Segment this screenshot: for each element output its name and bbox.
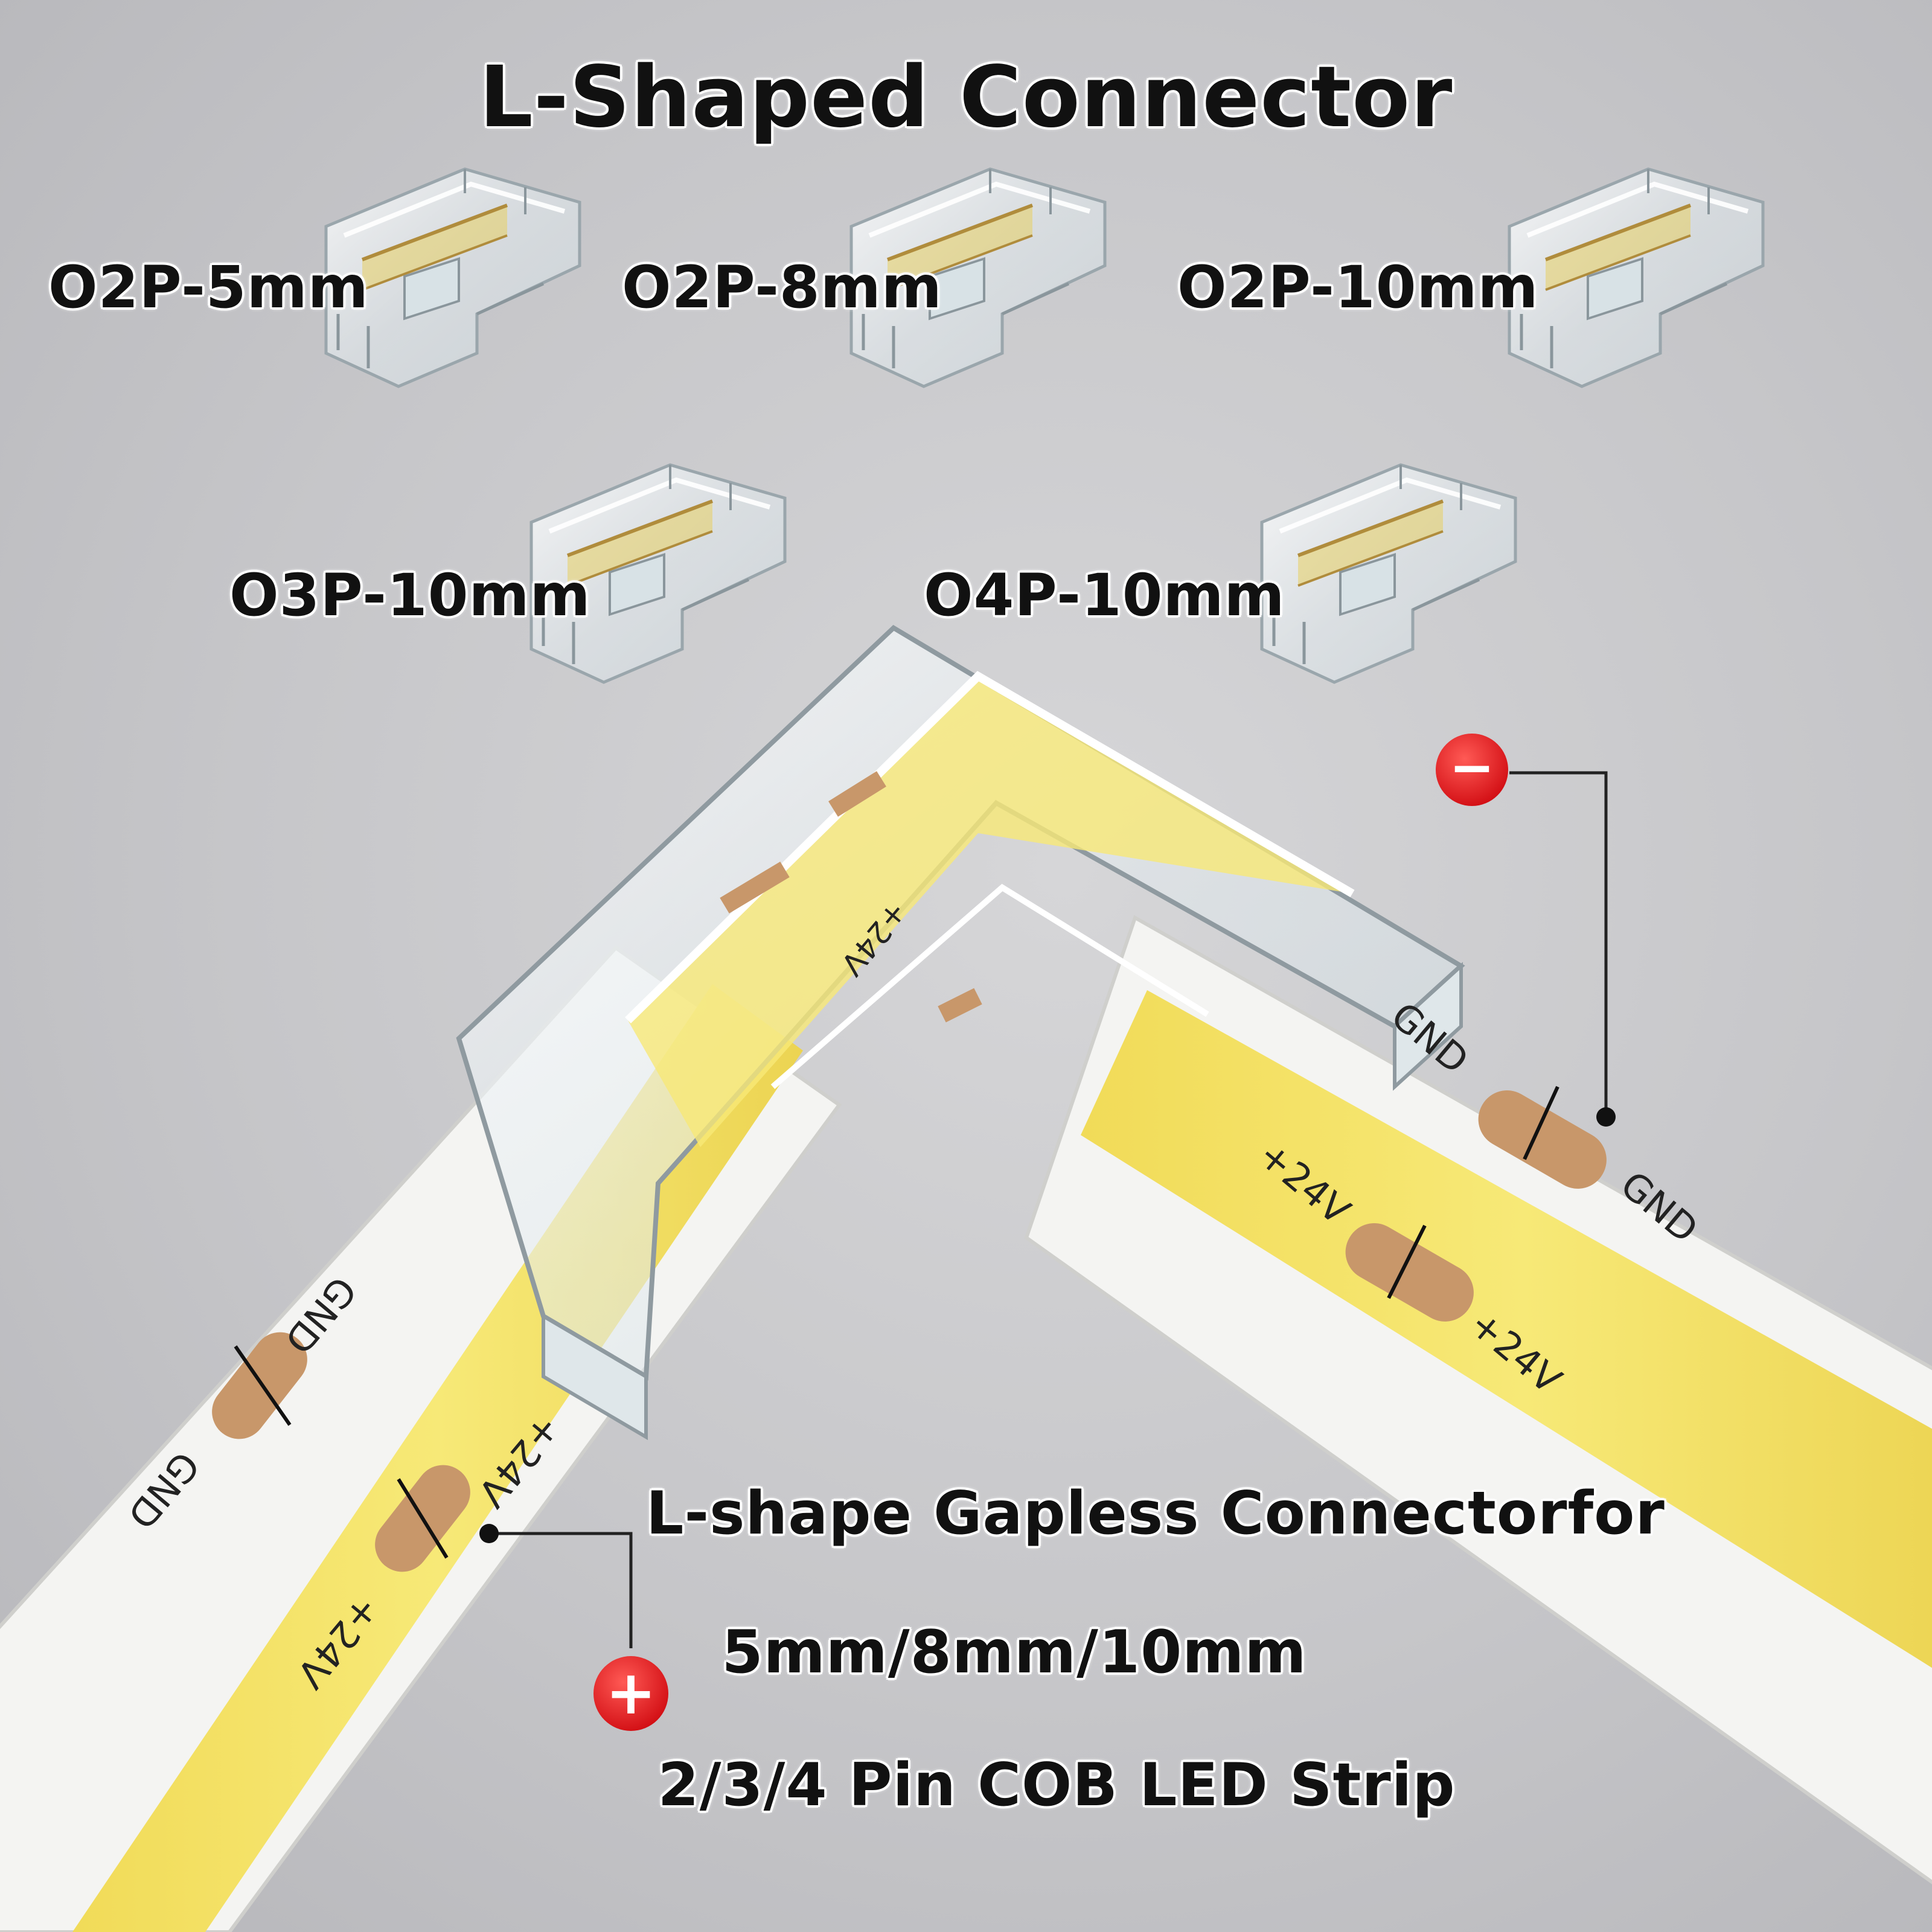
connector-image-o4p-10mm [1262, 465, 1515, 682]
model-label-o4p-10mm: O4P-10mm [924, 561, 1285, 629]
negative-callout: − [1436, 734, 1616, 1127]
positive-icon: + [606, 1657, 656, 1728]
description-line-3: 2/3/4 Pin COB LED Strip [657, 1751, 1456, 1820]
model-label-o3p-10mm: O3P-10mm [229, 561, 591, 629]
negative-icon: − [1449, 736, 1494, 799]
description-line-1: L-shape Gapless Connectorfor [646, 1479, 1665, 1548]
connector-image-o2p-10mm [1509, 169, 1763, 386]
main-l-connector [456, 625, 1465, 1441]
model-label-o2p-10mm: O2P-10mm [1177, 254, 1539, 321]
model-label-o2p-8mm: O2P-8mm [622, 254, 942, 321]
description-line-2: 5mm/8mm/10mm [721, 1618, 1307, 1687]
model-label-o2p-5mm: O2P-5mm [48, 254, 369, 321]
positive-callout: + [479, 1524, 668, 1731]
page-title: L-Shaped Connector [479, 48, 1453, 147]
led-strip-right [1024, 915, 1932, 1884]
